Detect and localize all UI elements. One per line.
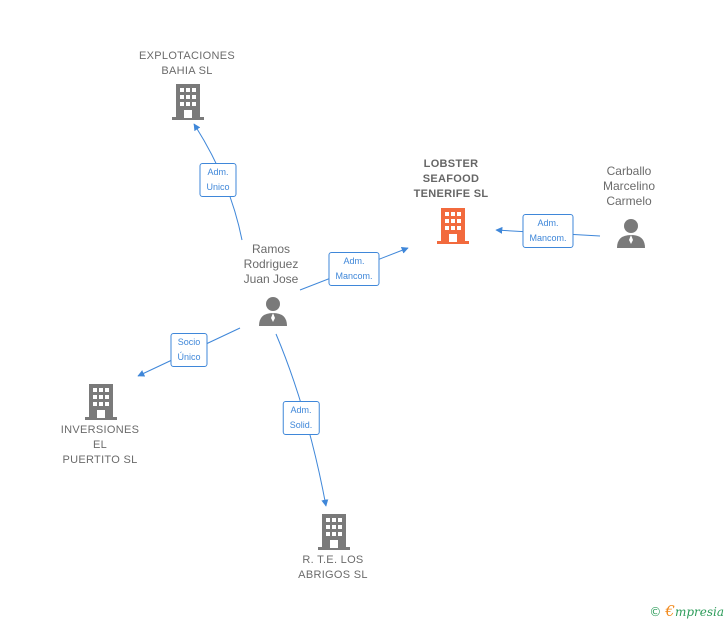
edge-label-socio-unico: Socio Único (170, 333, 208, 367)
person-icon[interactable] (616, 218, 646, 248)
node-label-carballo[interactable]: Carballo Marcelino Carmelo (602, 164, 656, 208)
empresia-logo: ©€mpresia (649, 602, 724, 620)
building-icon[interactable] (85, 384, 117, 420)
person-icon[interactable] (258, 296, 288, 326)
edge-label-adm-solid: Adm. Solid. (282, 401, 320, 435)
node-label-explotaciones[interactable]: EXPLOTACIONES BAHIA SL (139, 50, 235, 77)
edge-label-adm-unico: Adm. Unico (199, 163, 237, 197)
edge-label-adm-mancom-ramos: Adm. Mancom. (328, 252, 380, 286)
node-label-lobster[interactable]: LOBSTER SEAFOOD TENERIFE SL (413, 158, 489, 200)
building-icon[interactable] (318, 514, 350, 550)
edge-label-adm-mancom-carballo: Adm. Mancom. (522, 214, 574, 248)
brand-initial: € (665, 602, 675, 620)
node-label-ramos[interactable]: Ramos Rodriguez Juan Jose (243, 242, 299, 286)
node-label-rte[interactable]: R. T.E. LOS ABRIGOS SL (298, 554, 368, 581)
brand-name: mpresia (674, 605, 724, 619)
building-icon-focus[interactable] (437, 208, 469, 244)
building-icon[interactable] (172, 84, 204, 120)
node-label-inversiones[interactable]: INVERSIONES EL PUERTITO SL (60, 424, 140, 466)
copyright-symbol: © (649, 605, 662, 619)
